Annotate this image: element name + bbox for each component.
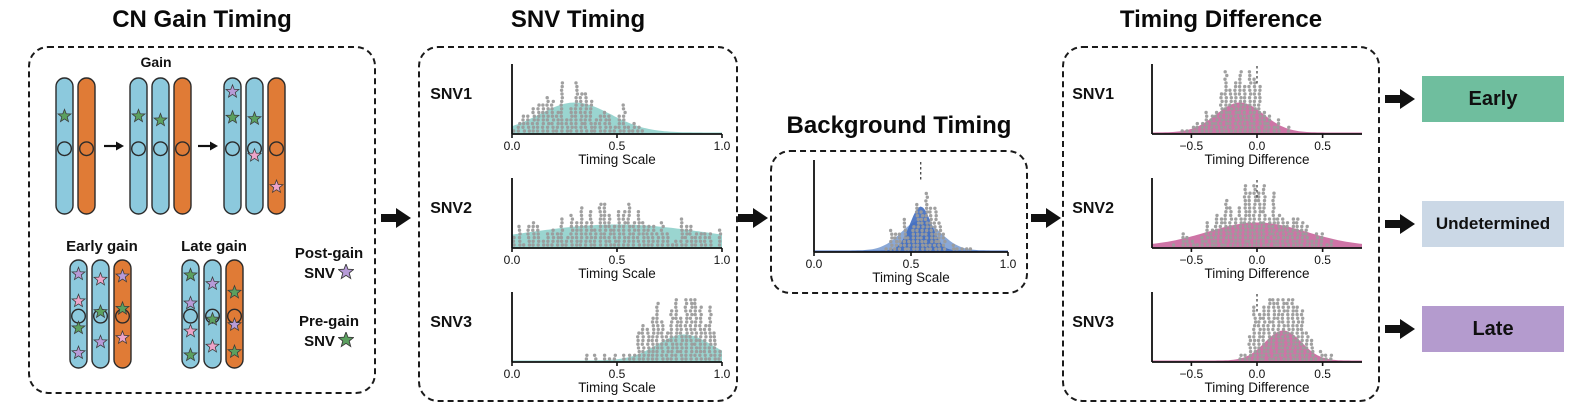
svg-text:0.0: 0.0 (1249, 139, 1266, 153)
svg-text:0.5: 0.5 (609, 139, 626, 153)
timing-difference-title: Timing Difference (1119, 6, 1323, 33)
flow-arrow-icon (1385, 89, 1415, 109)
gain-label: Gain (140, 54, 172, 70)
svg-text:0.0: 0.0 (806, 257, 823, 271)
diff-snv2-label: SNV2 (1072, 200, 1114, 217)
snv-timing-title: SNV Timing (510, 6, 646, 33)
svg-text:−0.5: −0.5 (1180, 139, 1204, 153)
svg-text:0.0: 0.0 (504, 253, 521, 267)
pre-gain-snv-star-icon (337, 330, 355, 347)
snv1-label: SNV1 (430, 86, 472, 103)
svg-text:0.0: 0.0 (504, 139, 521, 153)
diff-snv3-label: SNV3 (1072, 314, 1114, 331)
result-late: Late (1422, 306, 1564, 352)
svg-text:Timing Difference: Timing Difference (1204, 152, 1309, 167)
svg-text:0.5: 0.5 (1314, 253, 1331, 267)
background-timing-title: Background Timing (786, 112, 1012, 139)
result-early: Early (1422, 76, 1564, 122)
svg-text:1.0: 1.0 (1000, 257, 1017, 271)
svg-text:1.0: 1.0 (714, 253, 731, 267)
svg-text:0.0: 0.0 (504, 367, 521, 381)
svg-text:1.0: 1.0 (714, 367, 731, 381)
svg-text:Timing Difference: Timing Difference (1204, 380, 1309, 395)
svg-text:−0.5: −0.5 (1180, 253, 1204, 267)
early-gain-label: Early gain (66, 238, 138, 255)
svg-text:0.5: 0.5 (609, 253, 626, 267)
flow-arrow-icon (1385, 214, 1415, 234)
legend-pre-gain-label: Pre-gain SNV (298, 313, 359, 350)
svg-text:1.0: 1.0 (714, 139, 731, 153)
legend-post-gain-label: Post-gain SNV (294, 245, 364, 282)
svg-text:Timing Difference: Timing Difference (1204, 266, 1309, 281)
svg-text:0.5: 0.5 (1314, 139, 1331, 153)
svg-text:0.0: 0.0 (1249, 253, 1266, 267)
snv3-label: SNV3 (430, 314, 472, 331)
svg-text:Timing Scale: Timing Scale (578, 152, 656, 167)
svg-text:0.5: 0.5 (903, 257, 920, 271)
svg-text:Timing Scale: Timing Scale (578, 380, 656, 395)
flow-arrow-icon (1031, 208, 1061, 228)
legend-pre-gain-snv: Pre-gain SNV (285, 312, 373, 351)
svg-text:0.0: 0.0 (1249, 367, 1266, 381)
late-gain-label: Late gain (181, 238, 247, 255)
chromosome-figure (55, 77, 286, 369)
cn-gain-timing-title: CN Gain Timing (112, 6, 292, 33)
flow-arrow-icon (738, 208, 768, 228)
legend-post-gain-snv: Post-gain SNV (285, 244, 373, 283)
svg-text:Timing Scale: Timing Scale (578, 266, 656, 281)
svg-text:−0.5: −0.5 (1180, 367, 1204, 381)
snv2-label: SNV2 (430, 200, 472, 217)
diff-snv1-label: SNV1 (1072, 86, 1114, 103)
flow-arrow-icon (1385, 319, 1415, 339)
svg-text:Timing Scale: Timing Scale (872, 270, 950, 285)
post-gain-snv-star-icon (337, 262, 355, 279)
svg-text:0.5: 0.5 (609, 367, 626, 381)
svg-text:0.5: 0.5 (1314, 367, 1331, 381)
flow-arrow-icon (381, 208, 411, 228)
result-undetermined: Undetermined (1422, 201, 1564, 247)
cn-gain-timing-panel: Gain Early gain Late gain Post-gain SNV … (28, 46, 376, 394)
